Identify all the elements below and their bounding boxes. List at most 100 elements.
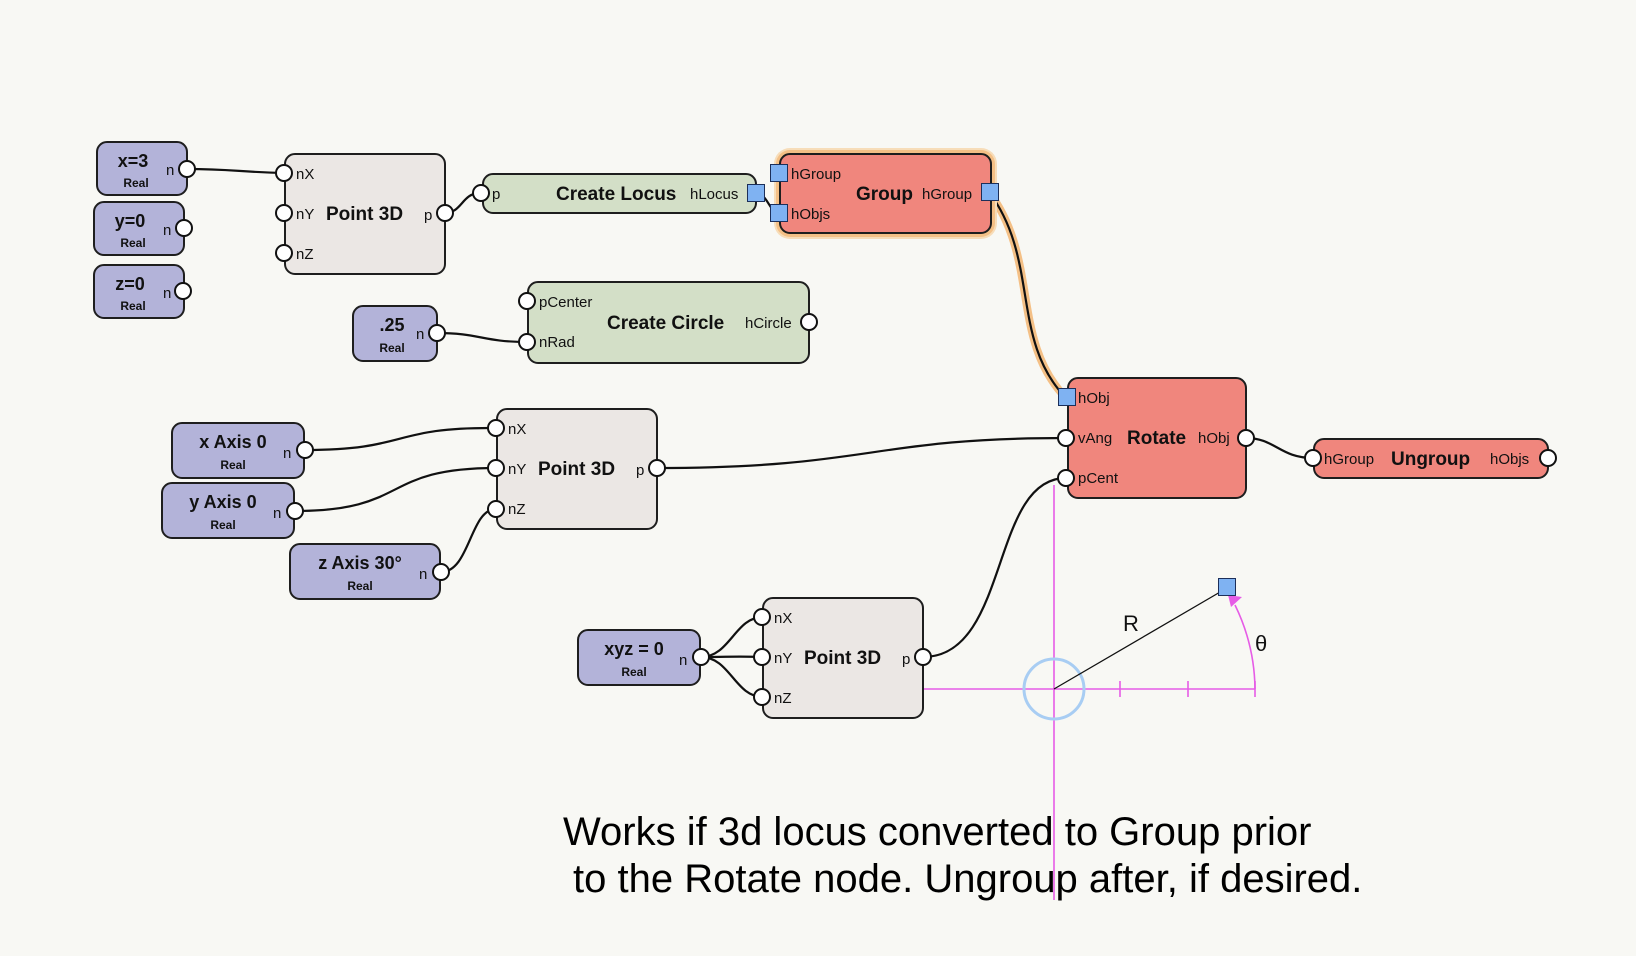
node-type: Real	[120, 236, 146, 250]
circle-port-icon[interactable]	[174, 282, 192, 300]
port-label-hLocus: hLocus	[690, 186, 739, 203]
node-title: Point 3D	[538, 459, 616, 480]
circle-port-icon[interactable]	[1057, 469, 1075, 487]
wire-point-pCent	[922, 476, 1067, 659]
circle-port-icon[interactable]	[914, 648, 932, 666]
ungroup-node[interactable]: hGroup Ungroup hObjs	[1313, 438, 1549, 479]
circle-port-icon[interactable]	[753, 688, 771, 706]
wire-group-rotate-glow	[985, 188, 1070, 402]
z-value-node[interactable]: z=0 Real n	[93, 264, 185, 319]
angle-arc	[1234, 604, 1256, 690]
square-port-icon[interactable]	[1058, 388, 1076, 406]
circle-port-icon[interactable]	[518, 292, 536, 310]
circle-port-icon[interactable]	[275, 204, 293, 222]
circle-port-icon[interactable]	[487, 419, 505, 437]
radius-value-node[interactable]: .25 Real n	[352, 305, 438, 362]
point3d-node-top[interactable]: nX nY nZ Point 3D p	[284, 153, 446, 275]
circle-port-icon[interactable]	[753, 648, 771, 666]
node-type: Real	[621, 665, 647, 679]
node-title: Point 3D	[326, 204, 404, 225]
circle-port-icon[interactable]	[428, 324, 446, 342]
node-type: Real	[379, 341, 405, 355]
circle-port-icon[interactable]	[692, 648, 710, 666]
node-title: y Axis 0	[189, 492, 257, 512]
circle-port-icon[interactable]	[753, 608, 771, 626]
wire-yaxis-nY	[294, 466, 497, 513]
node-title: .25	[379, 315, 405, 335]
circle-port-icon[interactable]	[175, 219, 193, 237]
x-value-node[interactable]: x=3 Real n	[96, 141, 188, 196]
port-label-hObj-in: hObj	[1078, 390, 1110, 407]
port-label-vAng: vAng	[1078, 430, 1113, 447]
circle-port-icon[interactable]	[487, 500, 505, 518]
xyz-value-node[interactable]: xyz = 0 Real n	[577, 629, 701, 686]
port-label-nZ: nZ	[508, 501, 526, 518]
port-label-hObjs: hObjs	[791, 206, 831, 223]
rotate-node[interactable]: hObj vAng pCent Rotate hObj	[1067, 377, 1247, 499]
port-label: n	[273, 505, 282, 522]
square-port-icon[interactable]	[770, 164, 788, 182]
port-label-hGroup: hGroup	[1324, 451, 1375, 468]
group-node[interactable]: hGroup hObjs Group hGroup	[779, 153, 992, 234]
node-type: Real	[123, 176, 149, 190]
circle-port-icon[interactable]	[286, 502, 304, 520]
port-label-nY: nY	[508, 461, 527, 478]
port-label-nZ: nZ	[296, 246, 314, 263]
circle-port-icon[interactable]	[472, 184, 490, 202]
circle-port-icon[interactable]	[800, 313, 818, 331]
circle-port-icon[interactable]	[432, 563, 450, 581]
node-title: Point 3D	[804, 648, 882, 669]
port-label-pCent: pCent	[1078, 470, 1119, 487]
circle-port-icon[interactable]	[1304, 449, 1322, 467]
angle-label: θ	[1255, 631, 1268, 656]
node-type: Real	[210, 518, 236, 532]
circle-port-icon[interactable]	[648, 459, 666, 477]
square-port-icon[interactable]	[770, 204, 788, 222]
point3d-node-mid[interactable]: nX nY nZ Point 3D p	[496, 408, 658, 530]
port-label-nZ: nZ	[774, 690, 792, 707]
square-port-icon[interactable]	[747, 184, 765, 202]
port-label-nX: nX	[296, 166, 315, 183]
port-label-nX: nX	[774, 610, 793, 627]
wire-rotate-ungroup	[1245, 436, 1314, 460]
port-label-pCenter: pCenter	[539, 294, 593, 311]
port-label-hObj-out: hObj	[1198, 430, 1230, 447]
circle-port-icon[interactable]	[1057, 429, 1075, 447]
y-axis-node[interactable]: y Axis 0 Real n	[161, 482, 295, 539]
circle-port-icon[interactable]	[436, 204, 454, 222]
circle-port-icon[interactable]	[487, 459, 505, 477]
circle-port-icon[interactable]	[275, 164, 293, 182]
port-label-nY: nY	[774, 650, 793, 667]
square-port-icon[interactable]	[981, 183, 999, 201]
port-label-hObjs: hObjs	[1490, 451, 1530, 468]
node-title: Rotate	[1127, 428, 1187, 449]
create-circle-node[interactable]: pCenter nRad Create Circle hCircle	[527, 281, 810, 364]
port-label-nX: nX	[508, 421, 527, 438]
circle-port-icon[interactable]	[275, 244, 293, 262]
point3d-node-bottom[interactable]: nX nY nZ Point 3D p	[762, 597, 924, 719]
circle-port-icon[interactable]	[178, 160, 196, 178]
wire-zaxis-nZ	[440, 507, 497, 574]
port-label: n	[416, 326, 425, 343]
circle-port-icon[interactable]	[296, 441, 314, 459]
node-title: z Axis 30°	[318, 553, 402, 573]
port-label: n	[166, 162, 175, 179]
circle-port-icon[interactable]	[1237, 429, 1255, 447]
square-port-icon[interactable]	[1218, 578, 1236, 596]
circle-port-icon[interactable]	[518, 333, 536, 351]
wire-x-pointX	[186, 167, 285, 175]
create-locus-node[interactable]: p Create Locus hLocus	[482, 173, 757, 214]
z-axis-node[interactable]: z Axis 30° Real n	[289, 543, 441, 600]
port-label-p: p	[492, 186, 501, 203]
angle-arrowhead	[1228, 595, 1242, 607]
y-value-node[interactable]: y=0 Real n	[93, 201, 185, 256]
node-type: Real	[120, 299, 146, 313]
center-handle[interactable]	[1022, 657, 1086, 721]
x-axis-node[interactable]: x Axis 0 Real n	[171, 422, 305, 479]
circle-port-icon[interactable]	[1539, 449, 1557, 467]
wire-group-rotate	[988, 191, 1067, 399]
port-label-hGroup-out: hGroup	[922, 186, 973, 203]
annotation-line-2: to the Rotate node. Ungroup after, if de…	[573, 857, 1363, 901]
annotation-line-1: Works if 3d locus converted to Group pri…	[563, 810, 1312, 854]
